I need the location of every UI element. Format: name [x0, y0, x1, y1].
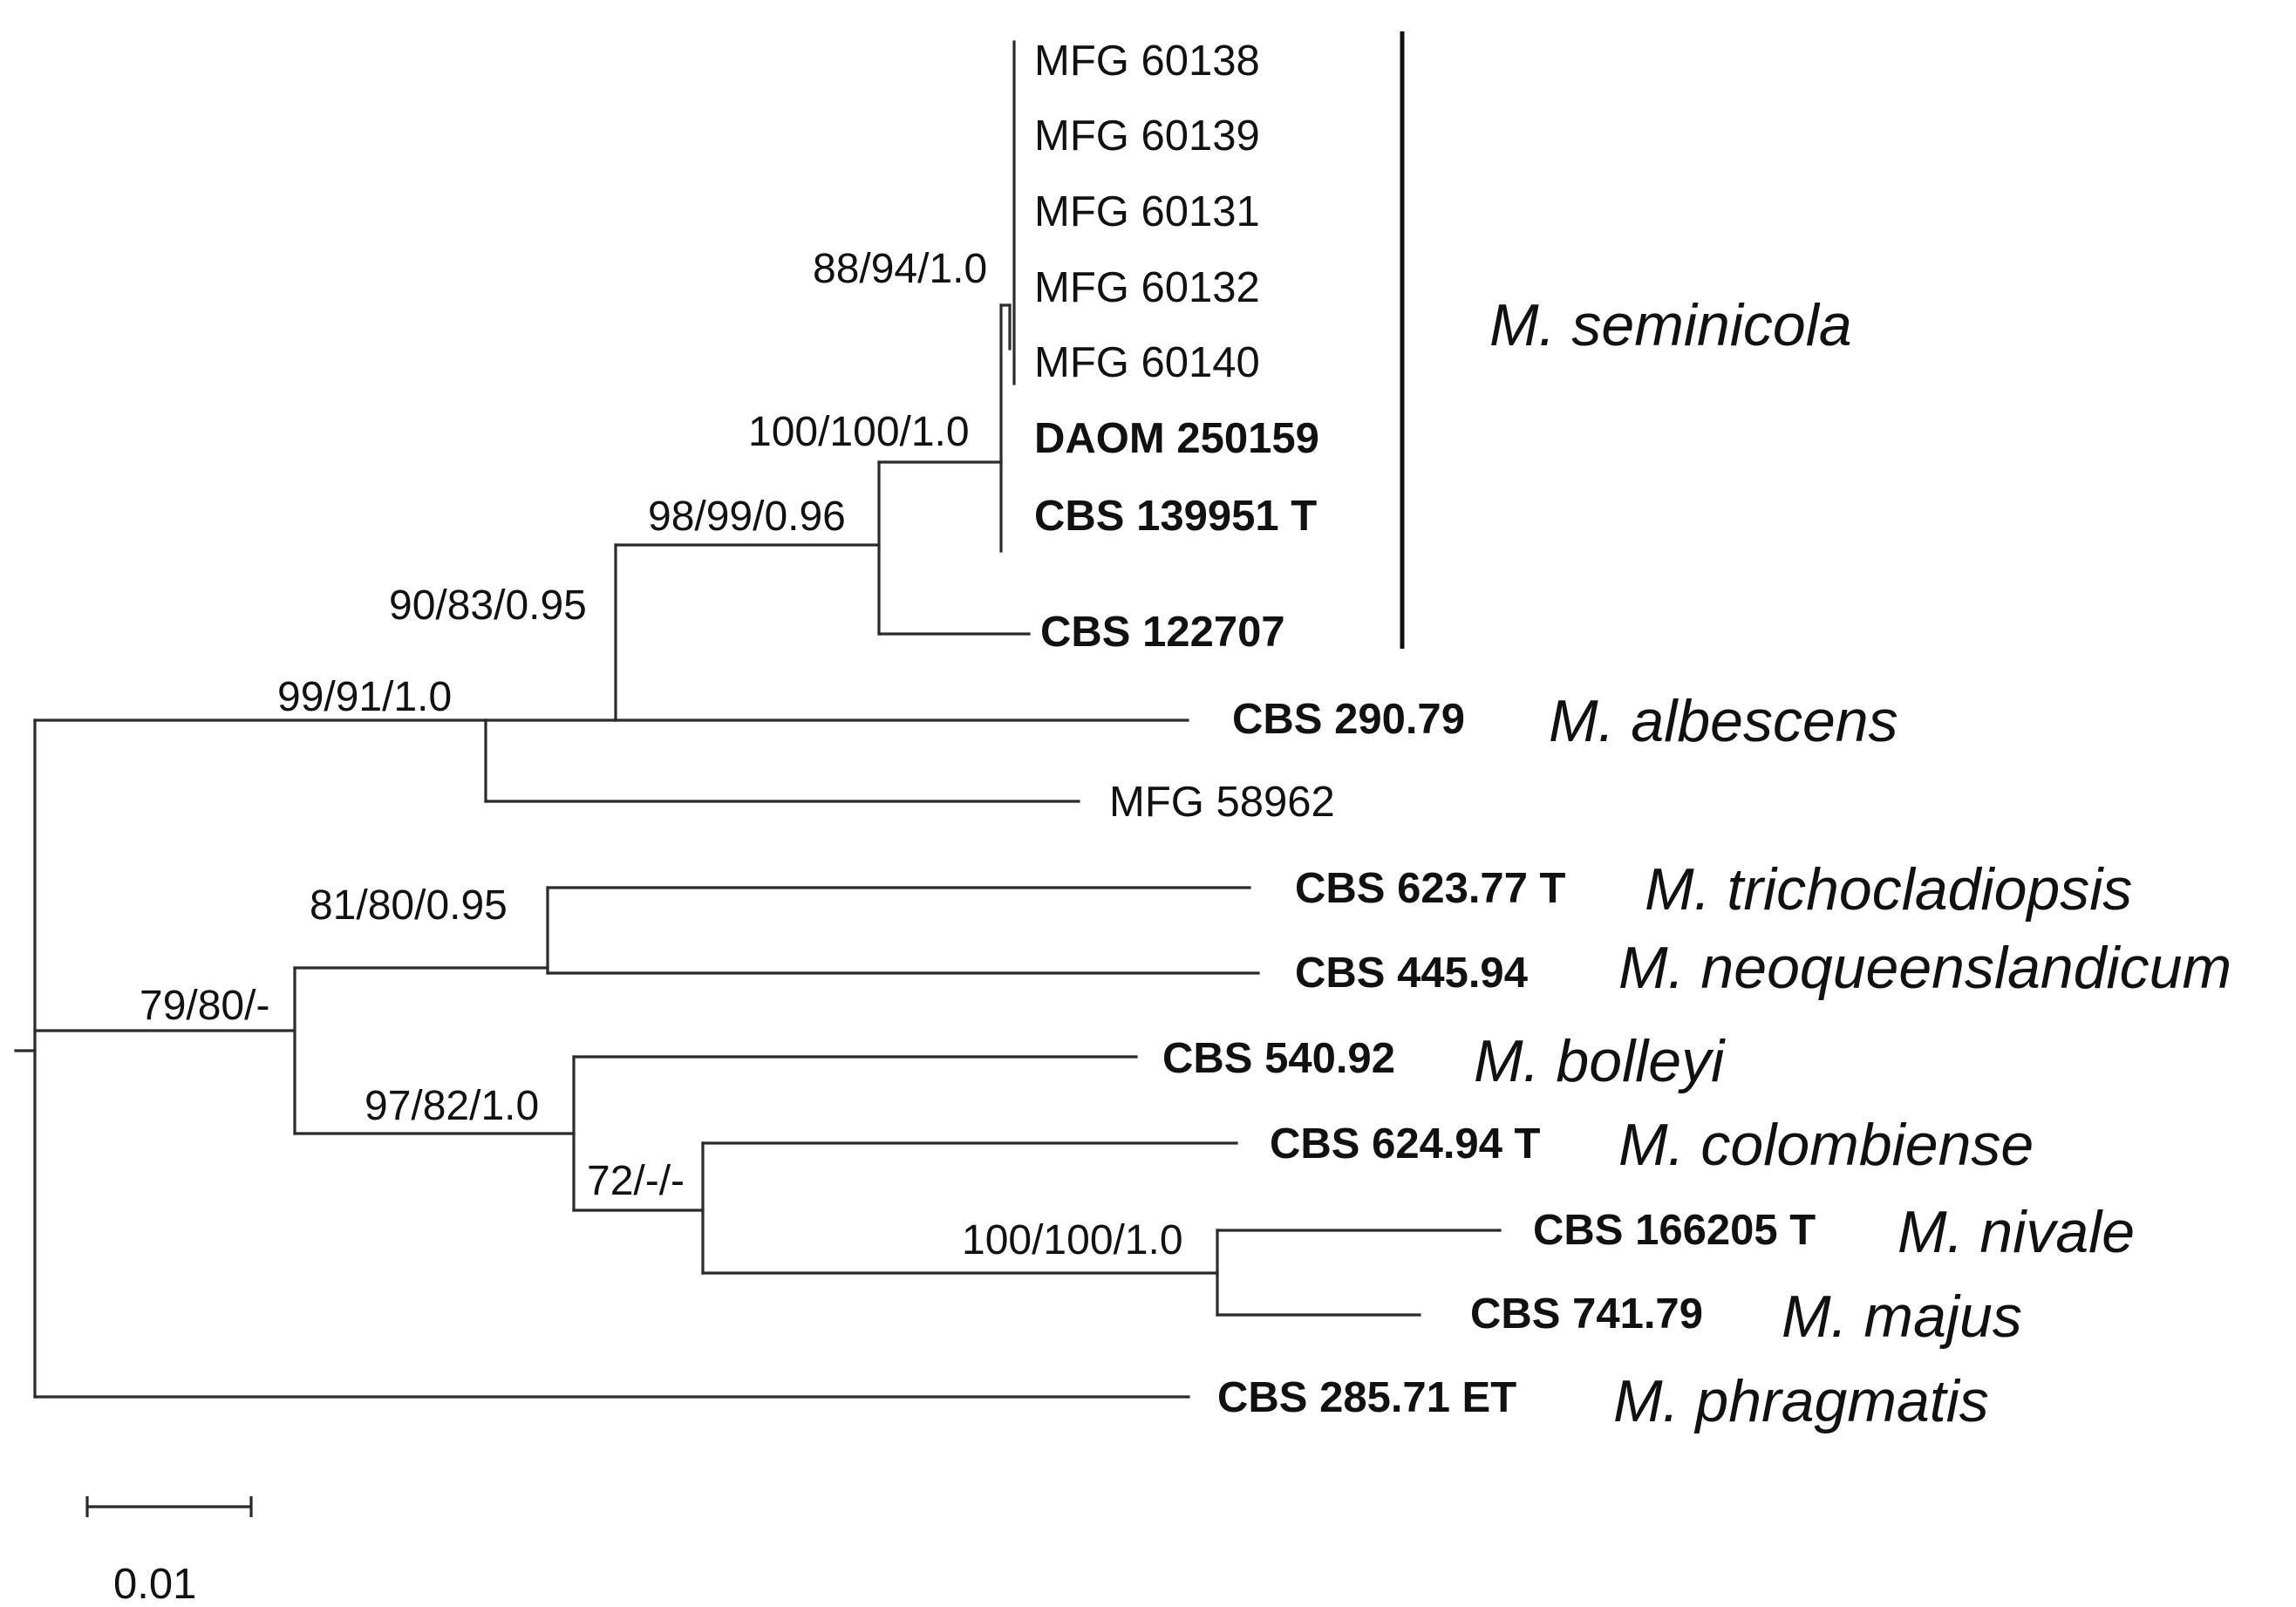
tip-label-cbs139951: CBS 139951 T	[1034, 493, 1317, 540]
species-label-colombiense: M. colombiense	[1618, 1112, 2034, 1178]
species-label-nivale: M. nivale	[1897, 1199, 2135, 1265]
species-label-phragmatis: M. phragmatis	[1613, 1368, 1989, 1434]
tip-label-mfg60131: MFG 60131	[1034, 188, 1260, 235]
tip-label-cbs62377: CBS 623.77 T	[1295, 865, 1566, 912]
support-value-bolleyi-group: 97/82/1.0	[364, 1083, 539, 1129]
tip-label-mfg60138: MFG 60138	[1034, 37, 1260, 85]
support-value-upper-clade: 99/91/1.0	[277, 674, 452, 720]
tip-label-mfg60140: MFG 60140	[1034, 339, 1260, 386]
tip-label-mfg60132: MFG 60132	[1034, 264, 1260, 311]
support-value-albescens-group: 90/83/0.95	[389, 582, 587, 629]
support-value-seminicola: 98/99/0.96	[648, 494, 846, 540]
tip-label-cbs74179: CBS 741.79	[1470, 1290, 1703, 1338]
species-label-neoqueenslandicum: M. neoqueenslandicum	[1618, 935, 2231, 1001]
tip-label-cbs54092: CBS 540.92	[1162, 1035, 1395, 1082]
tip-label-cbs62494: CBS 624.94 T	[1270, 1120, 1541, 1168]
support-values: 88/94/1.0 100/100/1.0 98/99/0.96 90/83/0…	[140, 246, 1183, 1263]
support-value-seminicola-core: 100/100/1.0	[748, 409, 970, 455]
species-label-bolleyi: M. bolleyi	[1474, 1028, 1726, 1094]
tip-label-cbs44594: CBS 445.94	[1295, 950, 1528, 997]
scale-bar-label: 0.01	[113, 1561, 196, 1607]
scale-bar: 0.01	[85, 1496, 253, 1607]
species-label-majus: M. majus	[1782, 1284, 2022, 1350]
tip-label-cbs122707: CBS 122707	[1040, 609, 1285, 656]
species-label-trichocladiopsis: M. trichocladiopsis	[1645, 856, 2132, 923]
species-label-seminicola: M. seminicola	[1489, 292, 1852, 358]
tip-label-cbs166205: CBS 166205 T	[1533, 1207, 1816, 1254]
tip-label-cbs29079: CBS 290.79	[1232, 696, 1465, 743]
tip-label-daom250159: DAOM 250159	[1034, 415, 1319, 462]
tip-label-mfg60139: MFG 60139	[1034, 112, 1260, 160]
species-annotations: M. seminicola M. albescens M. trichoclad…	[1400, 31, 2231, 1434]
support-value-lower-clade: 79/80/-	[140, 983, 269, 1029]
species-label-albescens: M. albescens	[1549, 688, 1898, 754]
tree-branches	[14, 40, 1502, 1399]
tip-label-cbs28571: CBS 285.71 ET	[1217, 1374, 1516, 1421]
support-value-colombiense-group: 72/-/-	[587, 1158, 685, 1204]
support-value-nivale-majus: 100/100/1.0	[962, 1217, 1183, 1263]
support-value-mfg-subclade: 88/94/1.0	[813, 246, 987, 292]
tip-label-mfg58962: MFG 58962	[1109, 779, 1335, 826]
tip-labels: MFG 60138 MFG 60139 MFG 60131 MFG 60132 …	[1034, 37, 1816, 1421]
support-value-tricho-neo: 81/80/0.95	[310, 882, 508, 929]
